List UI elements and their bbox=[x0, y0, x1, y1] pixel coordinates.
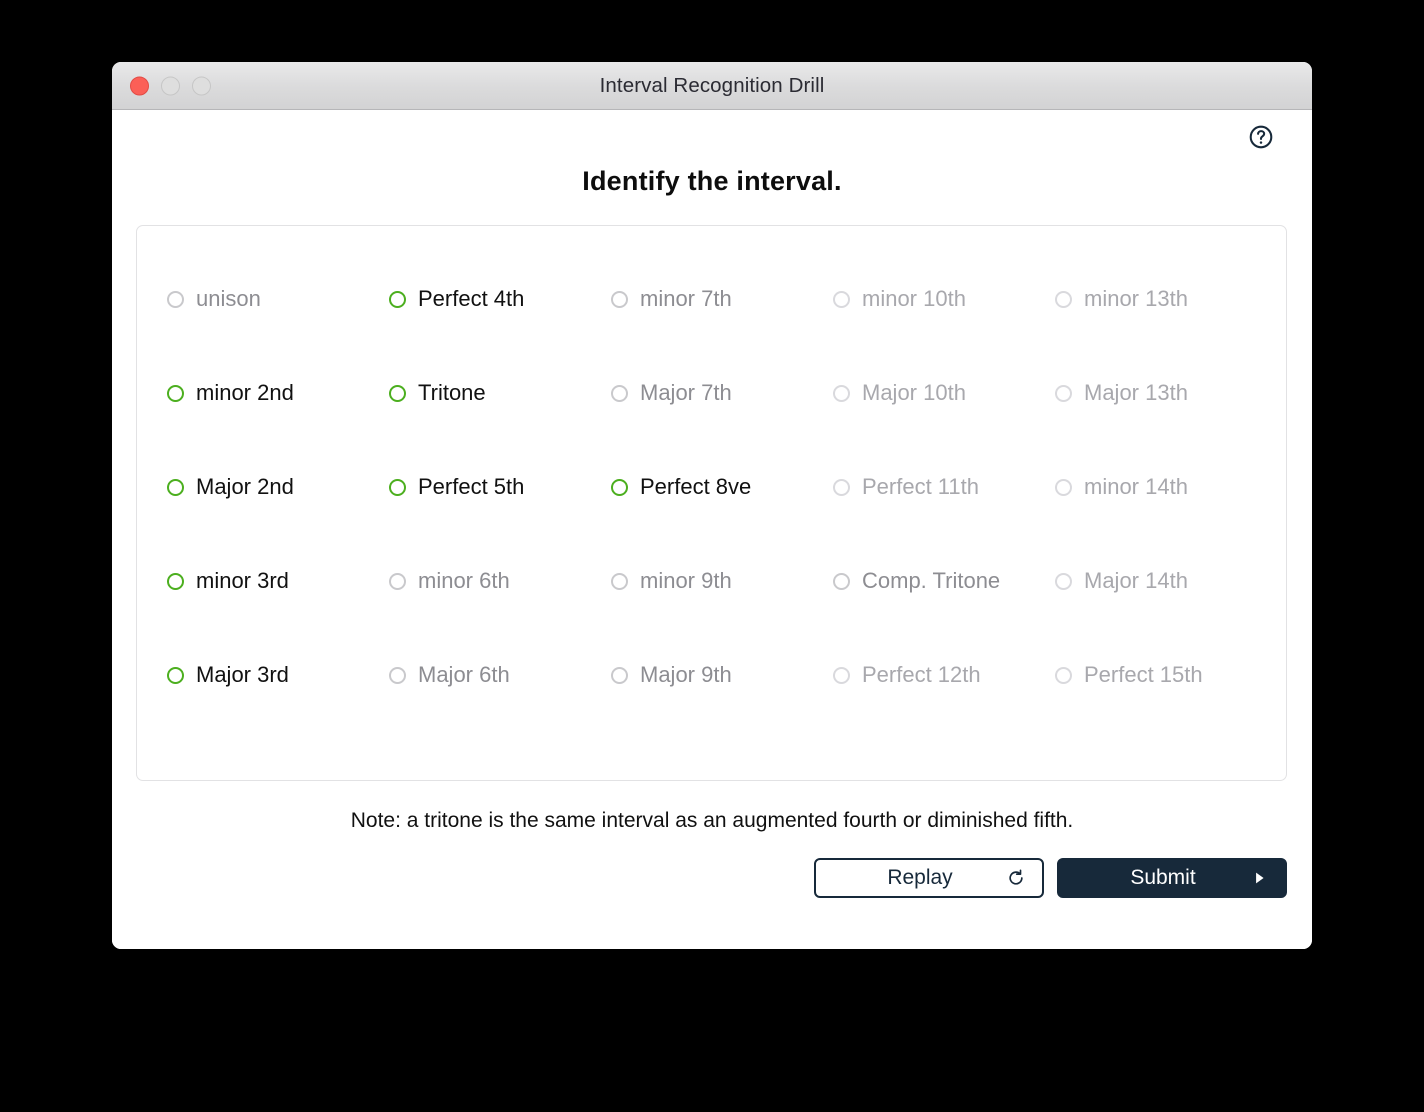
radio-icon[interactable] bbox=[167, 572, 184, 590]
interval-option-label: Tritone bbox=[418, 380, 486, 405]
replay-button[interactable]: Replay bbox=[814, 858, 1044, 898]
interval-option[interactable]: Tritone bbox=[389, 382, 611, 404]
radio-icon bbox=[389, 572, 406, 590]
window-titlebar[interactable]: Interval Recognition Drill bbox=[112, 62, 1312, 110]
interval-option-label: Major 3rd bbox=[196, 662, 289, 687]
radio-icon bbox=[611, 290, 628, 308]
radio-icon[interactable] bbox=[167, 384, 184, 402]
interval-option[interactable]: Major 2nd bbox=[167, 476, 389, 498]
interval-option: minor 10th bbox=[833, 288, 1055, 310]
interval-option-label: unison bbox=[196, 286, 261, 311]
interval-option[interactable]: Perfect 5th bbox=[389, 476, 611, 498]
radio-icon[interactable] bbox=[167, 478, 184, 496]
interval-option: unison bbox=[167, 288, 389, 310]
interval-option: Comp. Tritone bbox=[833, 570, 1055, 592]
interval-option: minor 7th bbox=[611, 288, 833, 310]
radio-icon bbox=[611, 384, 628, 402]
submit-button-label: Submit bbox=[1130, 866, 1196, 889]
interval-option-label: Major 9th bbox=[640, 662, 732, 687]
radio-icon[interactable] bbox=[389, 384, 406, 402]
refresh-icon bbox=[1009, 869, 1023, 885]
interval-option-label: minor 6th bbox=[418, 568, 510, 593]
note-text: Note: a tritone is the same interval as … bbox=[350, 809, 1074, 832]
window-content: Identify the interval. unison Perfect 4th… bbox=[112, 110, 1312, 949]
radio-icon bbox=[611, 666, 628, 684]
interval-option: Major 10th bbox=[833, 382, 1055, 404]
interval-option: Major 9th bbox=[611, 664, 833, 686]
interval-option: Major 7th bbox=[611, 382, 833, 404]
close-button[interactable] bbox=[130, 76, 149, 95]
interval-option-label: Major 13th bbox=[1084, 380, 1188, 405]
interval-option[interactable]: minor 2nd bbox=[167, 382, 389, 404]
interval-option: minor 9th bbox=[611, 570, 833, 592]
interval-option: Perfect 15th bbox=[1055, 664, 1277, 686]
interval-option: minor 14th bbox=[1055, 476, 1277, 498]
app-window: Interval Recognition Drill Identify the … bbox=[112, 62, 1312, 949]
interval-option: Major 13th bbox=[1055, 382, 1277, 404]
radio-icon bbox=[611, 572, 628, 590]
page-title: Identify the interval. bbox=[582, 166, 842, 196]
interval-option-label: minor 7th bbox=[640, 286, 732, 311]
interval-option-label: Major 2nd bbox=[196, 474, 294, 499]
radio-icon[interactable] bbox=[389, 478, 406, 496]
radio-icon bbox=[1055, 384, 1072, 402]
interval-option: Major 14th bbox=[1055, 570, 1277, 592]
interval-options-panel: unison Perfect 4th minor 7th minor 10th mino… bbox=[136, 225, 1287, 781]
interval-option-label: Major 14th bbox=[1084, 568, 1188, 593]
interval-option[interactable]: minor 3rd bbox=[167, 570, 389, 592]
interval-option-label: Major 7th bbox=[640, 380, 732, 405]
help-row bbox=[136, 110, 1288, 150]
interval-option-label: Major 6th bbox=[418, 662, 510, 687]
interval-option-label: Perfect 4th bbox=[418, 286, 525, 311]
interval-option-label: minor 13th bbox=[1084, 286, 1188, 311]
radio-icon bbox=[833, 384, 850, 402]
play-triangle-icon bbox=[1256, 872, 1264, 884]
window-controls bbox=[130, 76, 211, 95]
minimize-button[interactable] bbox=[161, 76, 180, 95]
interval-option-label: minor 9th bbox=[640, 568, 732, 593]
radio-icon bbox=[833, 666, 850, 684]
action-bar: Replay Submit bbox=[136, 858, 1288, 898]
interval-option-label: Comp. Tritone bbox=[862, 568, 1001, 593]
interval-option: Perfect 11th bbox=[833, 476, 1055, 498]
interval-option-label: minor 3rd bbox=[196, 568, 289, 593]
interval-options-grid: unison Perfect 4th minor 7th minor 10th mino… bbox=[167, 288, 1256, 758]
interval-option[interactable]: Major 3rd bbox=[167, 664, 389, 686]
radio-icon bbox=[167, 290, 184, 308]
interval-option-label: minor 2nd bbox=[196, 380, 294, 405]
interval-option-label: Perfect 8ve bbox=[640, 474, 752, 499]
interval-option-label: Perfect 11th bbox=[862, 474, 979, 499]
interval-option: Perfect 12th bbox=[833, 664, 1055, 686]
interval-option-label: minor 14th bbox=[1084, 474, 1188, 499]
help-circle-icon[interactable] bbox=[1248, 124, 1274, 150]
radio-icon bbox=[833, 290, 850, 308]
radio-icon[interactable] bbox=[167, 666, 184, 684]
replay-button-label: Replay bbox=[887, 866, 953, 889]
radio-icon bbox=[833, 572, 850, 590]
interval-option: minor 6th bbox=[389, 570, 611, 592]
interval-option: Major 6th bbox=[389, 664, 611, 686]
interval-option-label: Perfect 12th bbox=[862, 662, 981, 687]
interval-option[interactable]: Perfect 4th bbox=[389, 288, 611, 310]
radio-icon bbox=[1055, 572, 1072, 590]
maximize-button[interactable] bbox=[192, 76, 211, 95]
radio-icon bbox=[1055, 666, 1072, 684]
radio-icon[interactable] bbox=[611, 478, 628, 496]
radio-icon bbox=[833, 478, 850, 496]
radio-icon[interactable] bbox=[389, 290, 406, 308]
interval-option-label: minor 10th bbox=[862, 286, 966, 311]
interval-option-label: Major 10th bbox=[862, 380, 966, 405]
window-title: Interval Recognition Drill bbox=[599, 73, 825, 97]
radio-icon bbox=[1055, 478, 1072, 496]
interval-option-label: Perfect 15th bbox=[1084, 662, 1203, 687]
interval-option-label: Perfect 5th bbox=[418, 474, 525, 499]
radio-icon bbox=[389, 666, 406, 684]
interval-option[interactable]: Perfect 8ve bbox=[611, 476, 833, 498]
submit-button[interactable]: Submit bbox=[1057, 858, 1287, 898]
interval-option: minor 13th bbox=[1055, 288, 1277, 310]
radio-icon bbox=[1055, 290, 1072, 308]
